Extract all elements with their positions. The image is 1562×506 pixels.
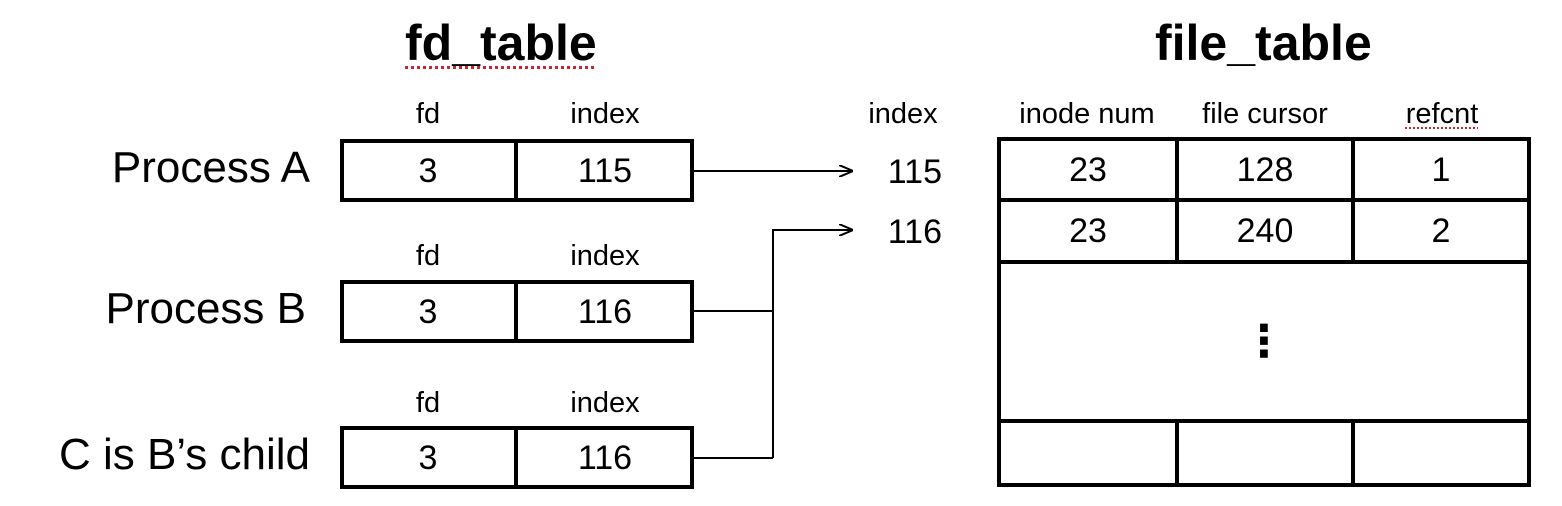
file-cursor-cell: 240 — [1236, 212, 1294, 250]
index-header: index — [570, 98, 640, 130]
fd-header: fd — [415, 240, 441, 272]
file-index-116: 116 — [887, 213, 942, 251]
refcnt-header: refcnt — [1405, 98, 1479, 130]
index-header: index — [570, 240, 640, 272]
inode-num-header: inode num — [1019, 98, 1155, 130]
fd-cell: 3 — [418, 151, 438, 190]
fd-header: fd — [415, 98, 441, 130]
refcnt-cell: 1 — [1431, 150, 1451, 189]
file-table — [997, 137, 1531, 487]
refcnt-cell: 2 — [1431, 212, 1451, 250]
index-cell: 116 — [577, 438, 633, 477]
file-cursor-header: file cursor — [1202, 98, 1328, 130]
file-index-header: index — [868, 98, 938, 130]
index-header: index — [570, 387, 640, 419]
fd-cell: 3 — [418, 292, 438, 331]
index-cell: 115 — [577, 151, 633, 190]
file-index-115: 115 — [887, 153, 942, 191]
link-arrow-bc-116 — [772, 230, 852, 458]
fd-header: fd — [415, 387, 441, 419]
file-cursor-cell: 128 — [1236, 150, 1294, 189]
index-cell: 116 — [577, 292, 633, 331]
ellipsis-vertical: ⋮ — [1242, 316, 1286, 366]
process-label: Process B — [105, 284, 306, 333]
inode-num-cell: 23 — [1069, 212, 1107, 250]
inode-num-cell: 23 — [1069, 150, 1107, 189]
fd-table-title: fd_table — [405, 15, 597, 71]
process-label: C is B’s child — [58, 430, 310, 479]
file-table-title: file_table — [1155, 15, 1372, 71]
process-label: Process A — [111, 143, 310, 192]
fd-cell: 3 — [418, 438, 438, 477]
